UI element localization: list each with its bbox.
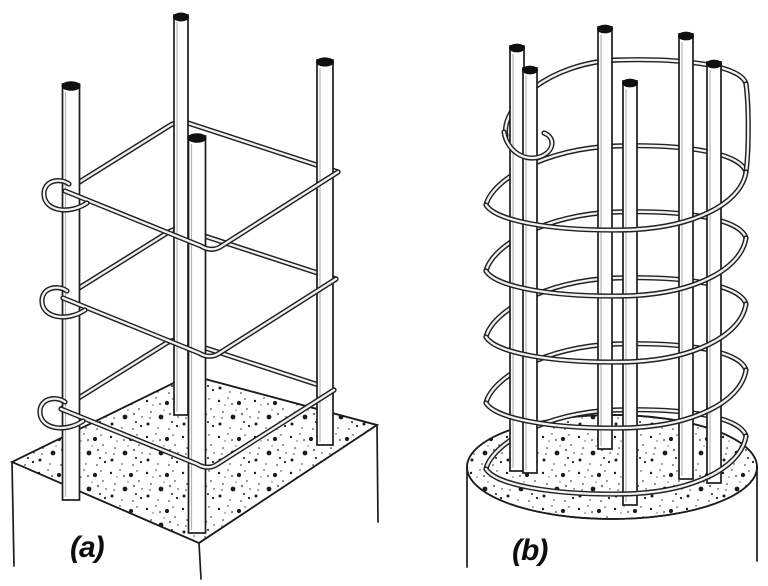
tied-column-figure: [9, 12, 380, 580]
spiral-column-figure: [466, 24, 758, 568]
longitudinal-bar: [597, 24, 613, 450]
footing-right-edge: [376, 424, 379, 523]
longitudinal-bar: [678, 31, 694, 480]
bar-cap: [597, 24, 613, 34]
figure-a-label: (a): [70, 531, 105, 564]
longitudinal-bar: [187, 133, 207, 534]
bar-cap: [522, 65, 538, 75]
footing-front-edge: [198, 542, 202, 580]
bar-cap: [706, 59, 722, 69]
longitudinal-bars-b: [509, 24, 722, 506]
bar-cap: [187, 133, 207, 143]
longitudinal-bars-a: [61, 12, 334, 534]
bar-cap: [173, 12, 189, 22]
footing-left-edge: [11, 461, 15, 567]
longitudinal-bar: [522, 65, 538, 474]
bar-cap: [316, 57, 334, 67]
bar-cap: [509, 43, 525, 53]
longitudinal-bar: [622, 78, 638, 506]
figure-b-label: (b): [512, 534, 548, 567]
bar-cap: [622, 78, 638, 88]
longitudinal-bar: [173, 12, 189, 416]
longitudinal-bar: [316, 57, 334, 446]
bar-cap: [61, 81, 81, 91]
bar-cap: [678, 31, 694, 41]
